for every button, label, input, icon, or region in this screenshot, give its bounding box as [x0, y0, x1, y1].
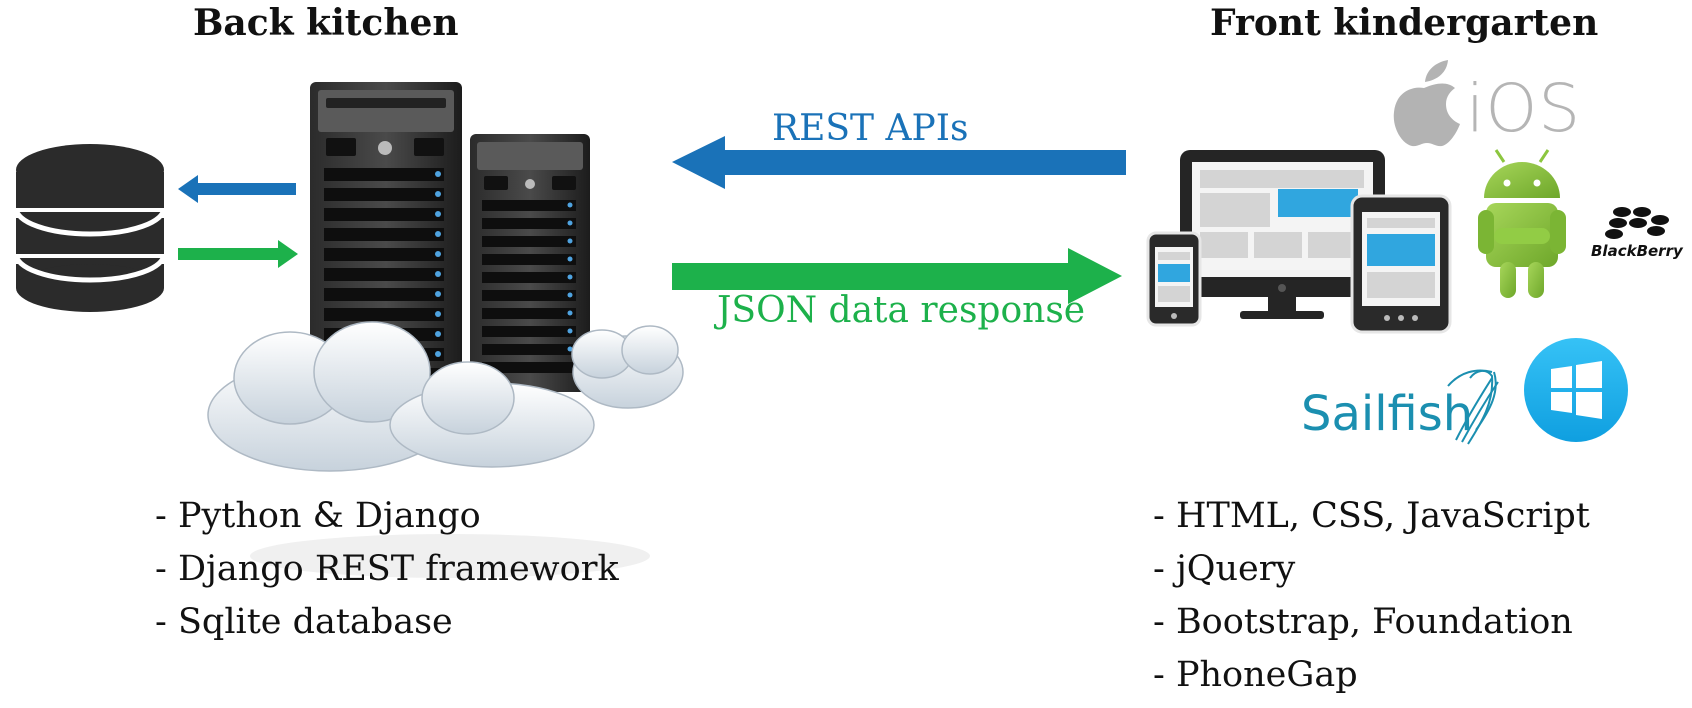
json-response-arrow [672, 248, 1122, 304]
frontend-tech-item: - HTML, CSS, JavaScript [1153, 496, 1590, 536]
frontend-tech-item: - Bootstrap, Foundation [1153, 602, 1573, 642]
cloud-shadow [250, 534, 650, 578]
front-kindergarten-title: Front kindergarten [1210, 2, 1599, 44]
blackberry-logo-text: BlackBerry [1591, 242, 1683, 260]
frontend-tech-list: - HTML, CSS, JavaScript - jQuery - Boots… [1153, 490, 1590, 702]
database-icon [13, 144, 167, 312]
frontend-tech-item: - PhoneGap [1153, 655, 1358, 695]
windows-icon [1524, 338, 1628, 442]
db-read-arrow [178, 175, 296, 203]
android-icon [1478, 149, 1566, 298]
backend-tech-item: - Django REST framework [155, 549, 619, 589]
apple-icon [1393, 60, 1460, 147]
cloud-icon [207, 321, 684, 472]
rest-api-request-arrow [672, 136, 1126, 189]
server-rack-icon [470, 134, 590, 392]
backend-tech-list: - Python & Django - Django REST framewor… [155, 490, 619, 649]
blackberry-icon [1605, 207, 1669, 239]
backend-tech-item: - Sqlite database [155, 602, 453, 642]
responsive-devices-icon [1146, 150, 1452, 334]
json-response-label: JSON data response [717, 290, 1086, 331]
sailfish-logo-text: Sailfish [1301, 386, 1474, 442]
db-write-arrow [178, 240, 298, 268]
back-kitchen-title: Back kitchen [193, 2, 459, 44]
backend-tech-item: - Python & Django [155, 496, 481, 536]
frontend-tech-item: - jQuery [1153, 549, 1296, 589]
rest-apis-label: REST APIs [772, 108, 969, 149]
sailfish-icon [1447, 369, 1499, 445]
ios-logo-text: iOS [1466, 70, 1582, 147]
